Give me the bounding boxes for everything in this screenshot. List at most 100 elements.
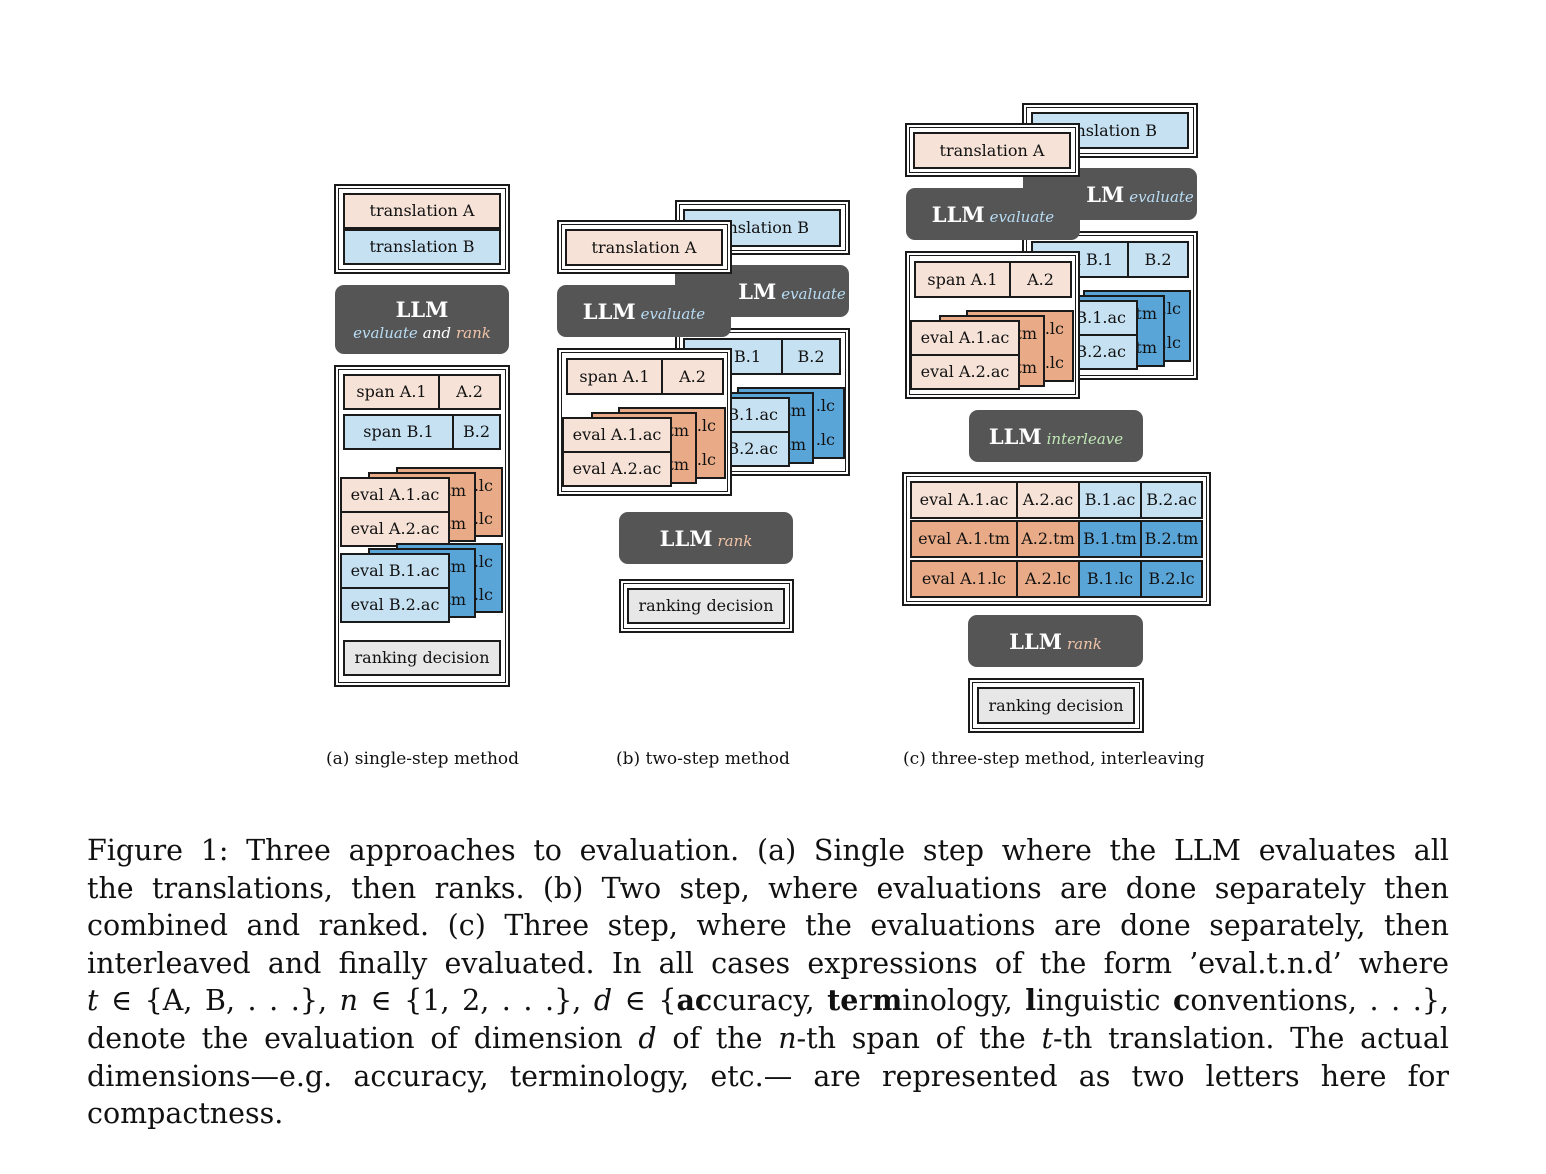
panel-c-grid-r2-c4: B.2.tm xyxy=(1140,520,1203,558)
caption-l6-a: denote the evaluation of dimension xyxy=(87,1021,639,1055)
caption-ac-bold: ac xyxy=(676,983,713,1018)
panel-c-eval-a-tm2: tm xyxy=(1015,358,1037,377)
panel-a-subcaption: (a) single-step method xyxy=(326,749,520,769)
panel-b-eval-a-lc2: .lc xyxy=(696,450,716,469)
panel-b-eval-b-lc2: .lc xyxy=(815,430,835,449)
panel-c-span-b2: B.2 xyxy=(1127,241,1189,278)
caption-line-7: dimensions—e.g. accuracy, terminology, e… xyxy=(87,1059,1449,1093)
panel-b-eval-a1-ac: eval A.1.ac xyxy=(562,417,672,453)
caption-d-open: ∈ { xyxy=(624,984,677,1018)
panel-c-llm-interleave-word: LLM xyxy=(988,423,1042,449)
panel-b-ranking-decision: ranking decision xyxy=(627,588,785,624)
caption-l6-d: d xyxy=(638,1021,657,1055)
panel-b-translation-a: translation A xyxy=(565,229,723,266)
panel-c-grid-r3-c3: B.1.lc xyxy=(1078,560,1142,598)
caption-n-var: n xyxy=(339,984,358,1018)
panel-a-span-b2: B.2 xyxy=(452,414,501,450)
panel-c-subcaption: (c) three-step method, interleaving xyxy=(903,749,1205,769)
caption-n-set: ∈ {1, 2, . . .}, xyxy=(370,984,582,1018)
caption-ac-rest: curacy, xyxy=(712,984,828,1018)
panel-a-eval-b-lc1: .lc xyxy=(473,551,493,571)
caption-l6-n: n xyxy=(778,1021,797,1055)
caption-m-bold: m xyxy=(872,983,903,1018)
panel-a-llm-and: and xyxy=(422,324,451,342)
caption-d-var: d xyxy=(593,984,613,1018)
panel-b-llm-rank-label: rank xyxy=(717,531,753,550)
panel-c-span-a2: A.2 xyxy=(1009,261,1072,298)
panel-c-llm-front: LLM evaluate xyxy=(906,188,1080,240)
caption-term-rest: inology, xyxy=(902,984,1026,1018)
panel-c-eval-a1-ac: eval A.1.ac xyxy=(910,320,1020,356)
panel-b-eval-b-lc1: .lc xyxy=(815,396,835,415)
caption-l6-t: t xyxy=(1041,1021,1053,1055)
panel-c-span-a1: span A.1 xyxy=(914,261,1011,298)
caption-line-2: the translations, then ranks. (b) Two st… xyxy=(87,871,1449,905)
caption-te-bold: te xyxy=(827,983,859,1018)
panel-b-llm-back-label: evaluate xyxy=(781,284,846,303)
caption-line-5: t ∈ {A, B, . . .}, n ∈ {1, 2, . . .}, d … xyxy=(87,982,1449,1020)
panel-c-grid-r1-c3: B.1.ac xyxy=(1078,481,1142,519)
panel-b-eval-a-tm1: tm xyxy=(667,421,689,440)
panel-b-span-a1: span A.1 xyxy=(566,358,663,395)
caption-line-3: combined and ranked. (c) Three step, whe… xyxy=(87,909,1449,943)
panel-c-translation-a: translation A xyxy=(913,132,1071,169)
panel-b-eval-a-tm2: tm xyxy=(667,455,689,474)
panel-a-ranking-decision: ranking decision xyxy=(343,640,501,676)
panel-a-eval-b-lc2: .lc xyxy=(473,584,493,604)
panel-c-eval-a-tm1: tm xyxy=(1015,324,1037,343)
caption-l6-c: -th span of the xyxy=(796,1021,1042,1055)
panel-c-grid-r1-c1: eval A.1.ac xyxy=(910,481,1018,519)
caption-line-1: Figure 1: Three approaches to evaluation… xyxy=(87,834,1449,867)
panel-c-ranking-decision: ranking decision xyxy=(977,687,1135,724)
panel-b-llm-back-word: LM xyxy=(738,278,777,304)
panel-a-eval-a-lc2: .lc xyxy=(473,508,493,528)
panel-c-llm-rank-word: LLM xyxy=(1009,628,1062,654)
caption-l6-b: of the xyxy=(656,1021,779,1055)
caption-c-bold: c xyxy=(1173,983,1191,1018)
panel-c-eval-b-tm2: tm xyxy=(1135,338,1157,357)
panel-b-eval-a2-ac: eval A.2.ac xyxy=(562,451,672,487)
panel-a-llm-word: LLM xyxy=(395,297,449,322)
panel-c-llm-back-word: LM xyxy=(1086,181,1125,207)
panel-c-llm-back-label: evaluate xyxy=(1129,187,1194,206)
panel-b-eval-a-lc1: .lc xyxy=(696,416,716,435)
panel-a-translation-a: translation A xyxy=(343,193,501,229)
panel-c-grid-r3-c1: eval A.1.lc xyxy=(910,560,1018,598)
panel-a-span-b1: span B.1 xyxy=(343,414,454,450)
panel-c-llm-interleave: LLM interleave xyxy=(969,410,1143,462)
caption-t-set: ∈ {A, B, . . .}, xyxy=(111,984,328,1018)
panel-c-llm-front-label: evaluate xyxy=(989,207,1055,226)
caption-r-plain: r xyxy=(858,984,873,1018)
caption-t-var: t xyxy=(87,984,99,1018)
panel-a-span-a1: span A.1 xyxy=(343,374,440,410)
panel-a-llm-rank: rank xyxy=(455,324,491,342)
panel-b-llm-rank-word: LLM xyxy=(659,525,713,551)
panel-a-span-a2: A.2 xyxy=(438,374,501,410)
caption-l6-e: -th translation. The actual xyxy=(1052,1021,1449,1055)
panel-c-llm-interleave-label: interleave xyxy=(1046,429,1124,448)
caption-conv-rest: onventions, . . .}, xyxy=(1190,984,1450,1018)
panel-c-eval-a-lc2: .lc xyxy=(1044,353,1064,372)
panel-a-eval-a-lc1: .lc xyxy=(473,475,493,495)
panel-a-eval-b1-ac: eval B.1.ac xyxy=(340,553,450,589)
caption-l-bold: l xyxy=(1025,983,1037,1018)
panel-b-llm-front-word: LLM xyxy=(582,298,636,324)
panel-c-eval-a2-ac: eval A.2.ac xyxy=(910,354,1020,390)
panel-b-llm-rank: LLM rank xyxy=(619,512,793,564)
panel-b-span-a2: A.2 xyxy=(661,358,724,395)
caption-ling-rest: inguistic xyxy=(1036,984,1174,1018)
panel-a-eval-a1-ac: eval A.1.ac xyxy=(340,477,450,513)
figure-caption: Figure 1: Three approaches to evaluation… xyxy=(87,832,1449,1133)
panel-c-grid-r3-c2: A.2.lc xyxy=(1016,560,1080,598)
panel-c-eval-b-lc2: .lc xyxy=(1161,333,1181,352)
panel-c-grid-r2-c2: A.2.tm xyxy=(1016,520,1080,558)
panel-a-eval-b2-ac: eval B.2.ac xyxy=(340,587,450,623)
panel-c-eval-a-lc1: .lc xyxy=(1044,319,1064,338)
panel-c-llm-rank: LLM rank xyxy=(968,615,1143,667)
caption-line-4: interleaved and finally evaluated. In al… xyxy=(87,946,1449,980)
panel-c-llm-rank-label: rank xyxy=(1066,634,1102,653)
panel-c-llm-front-word: LLM xyxy=(931,201,985,227)
caption-line-6: denote the evaluation of dimension d of … xyxy=(87,1020,1449,1058)
panel-c-eval-b-tm1: tm xyxy=(1135,304,1157,323)
